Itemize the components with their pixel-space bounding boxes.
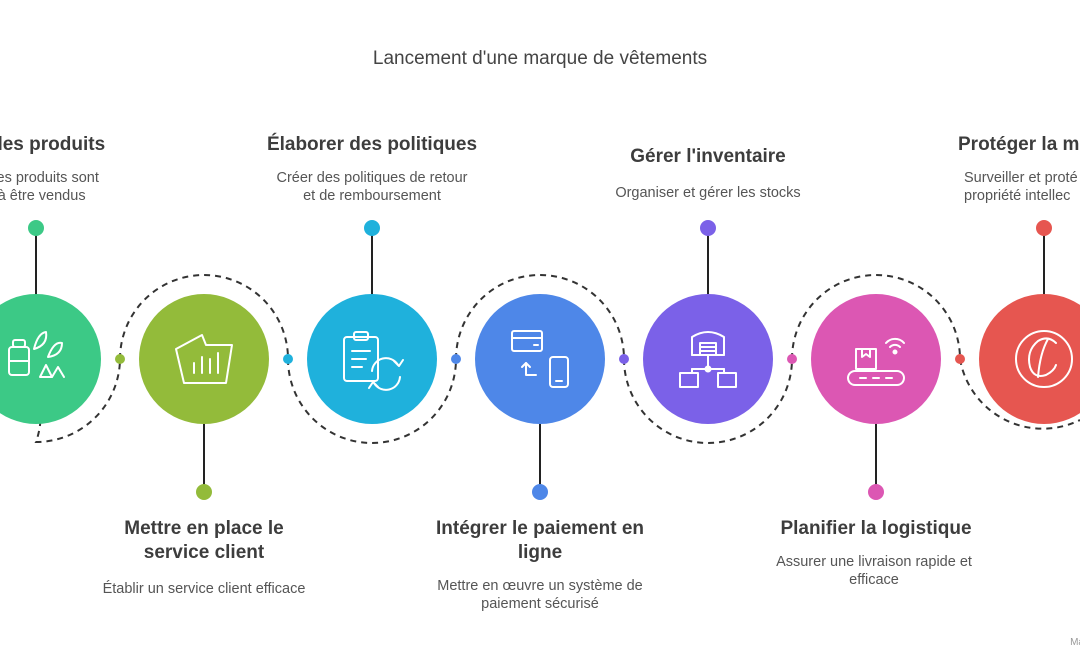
step-5-description: Organiser et gérer les stocks — [615, 185, 801, 201]
junction-dot — [283, 354, 293, 364]
step-1-title: rer les produits — [0, 134, 106, 155]
step-3-description: Créer des politiques de retour et de rem… — [276, 170, 468, 204]
store-shelf-icon — [175, 334, 233, 384]
junction-dot — [451, 354, 461, 364]
dashed-arc-bottom — [623, 358, 793, 444]
step-4-title: Intégrer le paiement en ligne — [435, 518, 644, 563]
endpoint-dot-6 — [868, 484, 884, 500]
endpoint-dot-5 — [700, 220, 716, 236]
endpoint-dot-2 — [196, 484, 212, 500]
clipboard-refresh-icon — [343, 331, 404, 391]
dashed-arc-top — [455, 274, 625, 360]
step-7-description: Surveiller et proté propriété intellec — [964, 170, 1078, 204]
junction-dot — [787, 354, 797, 364]
conveyor-wireless-icon — [847, 337, 905, 386]
endpoint-dots — [28, 220, 1052, 500]
dashed-arc-bottom — [287, 358, 457, 444]
junction-dot — [955, 354, 965, 364]
junction-dot — [619, 354, 629, 364]
card-phone-payment-icon — [511, 330, 569, 388]
step-circles — [0, 294, 1080, 424]
endpoint-dot-1 — [28, 220, 44, 236]
step-2-description: Établir un service client efficace — [102, 581, 306, 597]
endpoint-dot-4 — [532, 484, 548, 500]
watermark: Ma — [1070, 637, 1080, 648]
step-circle-3 — [307, 294, 437, 424]
dashed-arc-top — [791, 274, 961, 360]
step-1-description: ue les produits sont s à être vendus — [0, 170, 99, 204]
step-3-title: Élaborer des politiques — [266, 134, 478, 155]
dashed-arc-bottom — [959, 358, 1080, 430]
connector-stems — [35, 228, 1045, 492]
step-6-title: Planifier la logistique — [780, 518, 972, 539]
endpoint-dot-3 — [364, 220, 380, 236]
warehouse-network-icon — [679, 331, 737, 388]
step-7-title: Protéger la m — [958, 134, 1080, 155]
step-circle-4 — [475, 294, 605, 424]
step-5-title: Gérer l'inventaire — [630, 146, 786, 167]
diagram-title: Lancement d'une marque de vêtements — [372, 48, 708, 69]
endpoint-dot-7 — [1036, 220, 1052, 236]
step-2-title: Mettre en place le service client — [124, 518, 284, 563]
step-circle-2 — [139, 294, 269, 424]
copyright-c-icon — [1015, 330, 1073, 388]
dashed-connector-arcs — [19, 274, 1080, 444]
step-6-description: Assurer une livraison rapide et efficace — [776, 554, 972, 588]
junction-dots — [115, 354, 965, 364]
junction-dot — [115, 354, 125, 364]
eco-products-icon — [8, 331, 65, 378]
step-circle-1 — [0, 294, 101, 424]
step-4-description: Mettre en œuvre un système de paiement s… — [437, 578, 643, 612]
dashed-arc-top — [119, 274, 289, 360]
